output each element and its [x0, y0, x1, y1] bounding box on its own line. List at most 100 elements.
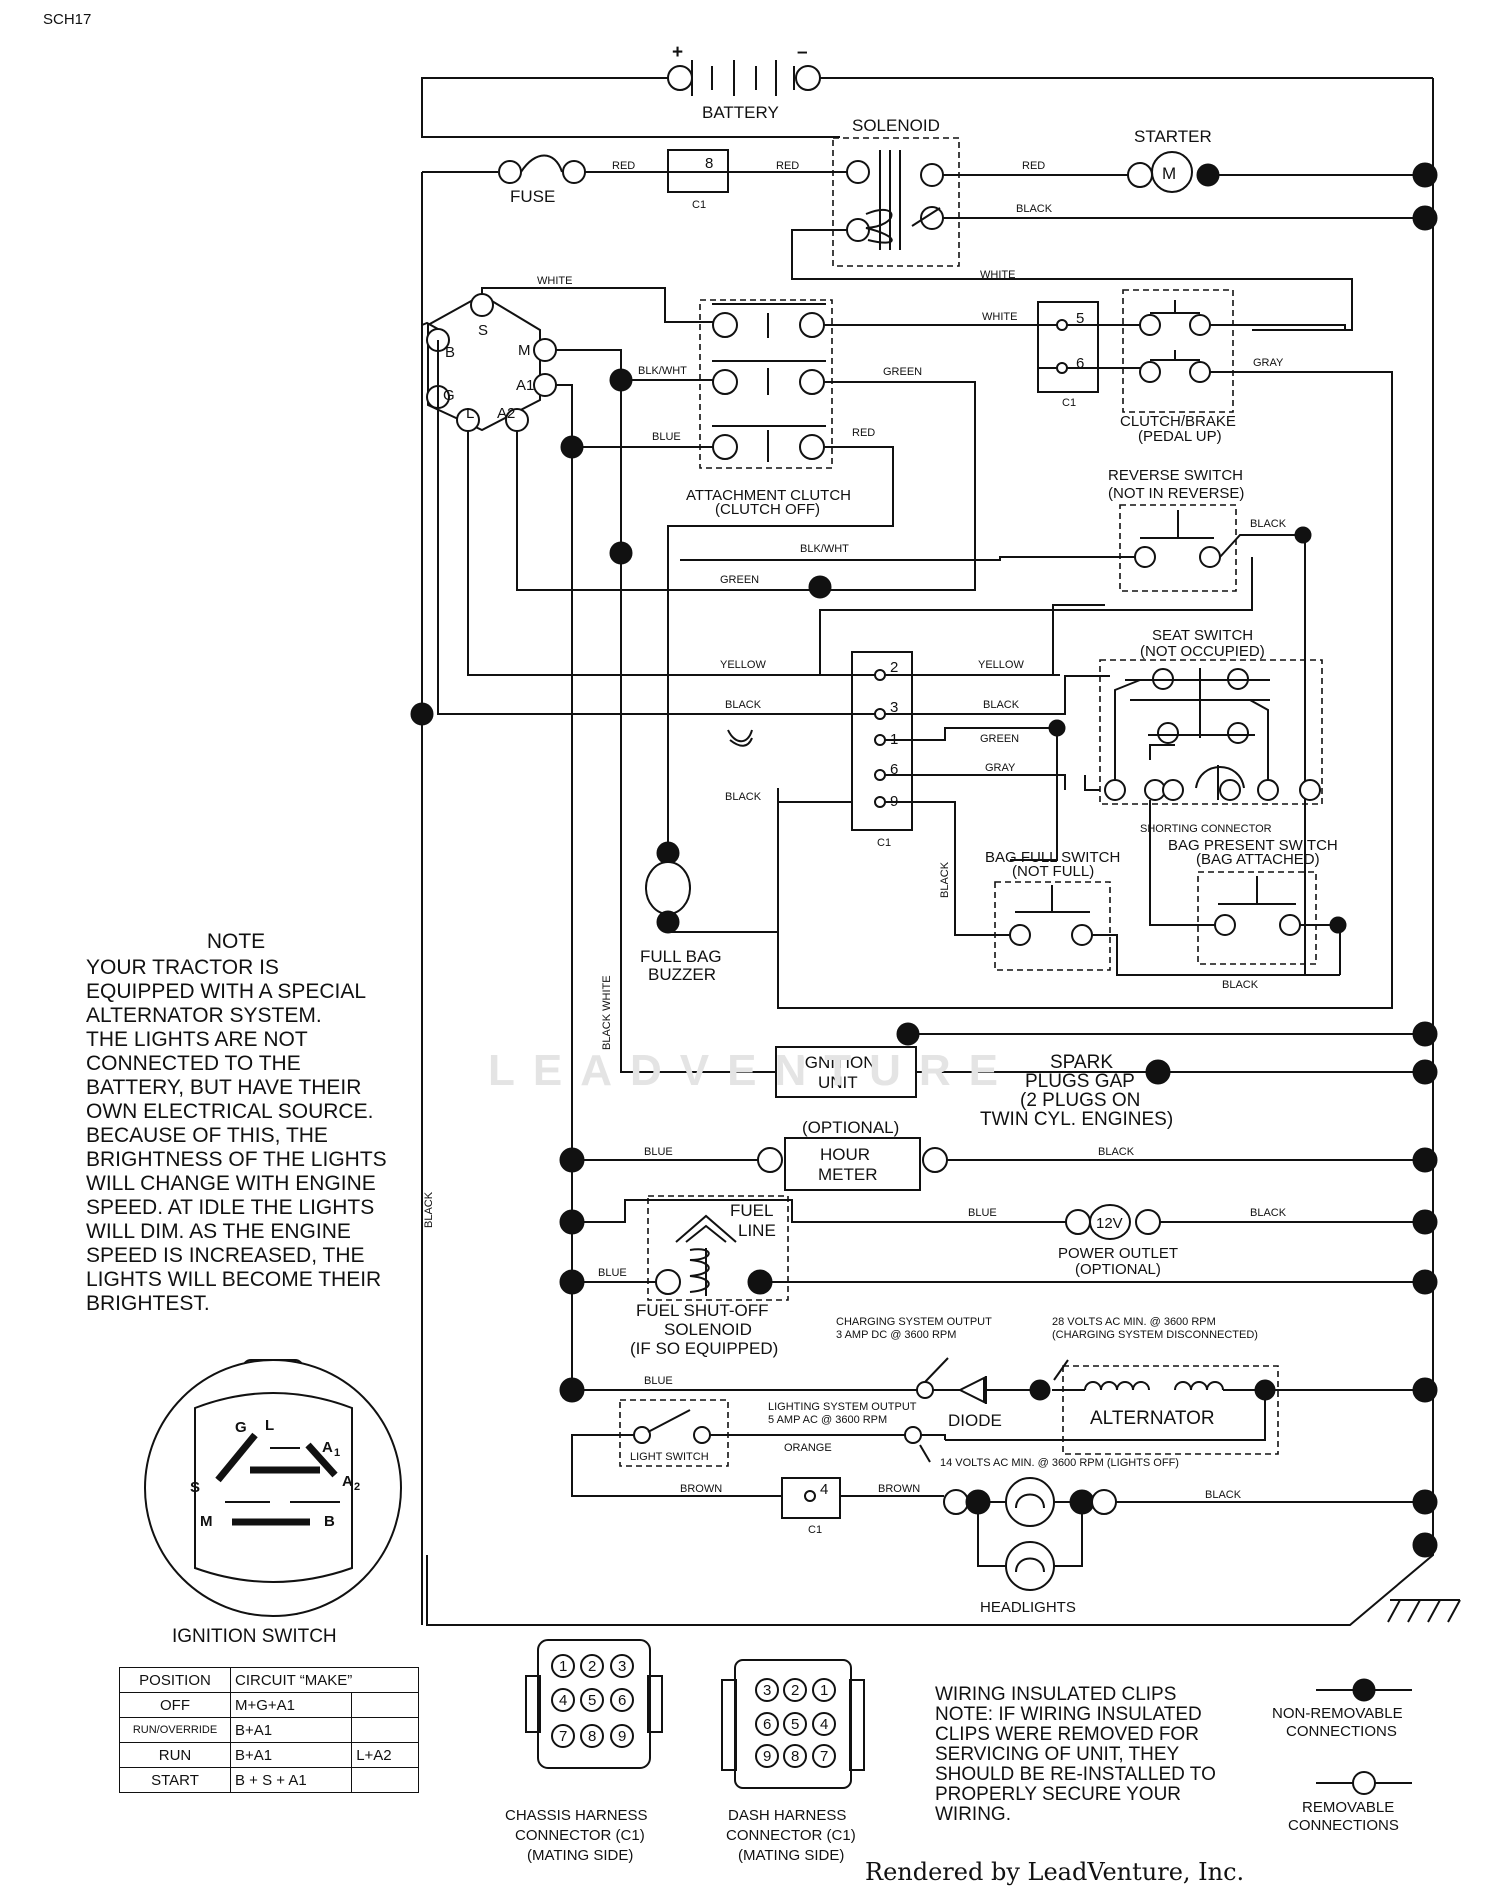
wire-black-4: BLACK — [983, 699, 1020, 711]
attachment-clutch-sub: (CLUTCH OFF) — [715, 501, 820, 518]
row-circuit: M+G+A1 — [229, 1692, 353, 1718]
bag-present-switch: BAG PRESENT SWITCH (BAG ATTACHED) — [1168, 837, 1338, 965]
clips-note-4: SERVICING OF UNIT, THEY — [935, 1744, 1180, 1765]
light-switch: LIGHT SWITCH — [619, 1399, 729, 1467]
seat-switch-label: SEAT SWITCH — [1152, 627, 1253, 644]
wire-red-4: RED — [852, 427, 875, 439]
dash-pin-9: 9 — [763, 1748, 771, 1765]
seat-switch: SEAT SWITCH (NOT OCCUPIED) SHORTING CONN… — [1099, 627, 1323, 835]
volts-28-label: 28 VOLTS AC MIN. @ 3600 RPM — [1052, 1316, 1216, 1328]
note-line: WILL DIM. AS THE ENGINE — [86, 1220, 351, 1243]
chassis-caption-2: CONNECTOR (C1) — [515, 1827, 645, 1844]
face-a1-sub: 1 — [334, 1447, 340, 1459]
c1-label-56: C1 — [1062, 397, 1076, 409]
note-line: BRIGHTEST. — [86, 1292, 210, 1315]
clips-note-3: CLIPS WERE REMOVED FOR — [935, 1724, 1199, 1745]
note-line: BATTERY, BUT HAVE THEIR — [86, 1076, 362, 1099]
clutch-brake-switch: CLUTCH/BRAKE (PEDAL UP) — [1120, 289, 1236, 445]
lighting-output-label: LIGHTING SYSTEM OUTPUT — [768, 1401, 917, 1413]
face-b: B — [324, 1513, 335, 1530]
dash-caption-1: DASH HARNESS — [728, 1807, 846, 1824]
starter: M STARTER — [1127, 127, 1220, 193]
wire-black-6: BLACK — [939, 861, 951, 898]
c1-label-4: C1 — [808, 1524, 822, 1536]
wire-red-2: RED — [776, 160, 799, 172]
charging-output-label: CHARGING SYSTEM OUTPUT — [836, 1316, 992, 1328]
fuel-line-sub: LINE — [738, 1221, 776, 1240]
ignition-switch-title: IGNITION SWITCH — [172, 1626, 337, 1647]
hour-meter-optional: (OPTIONAL) — [802, 1118, 899, 1137]
term-g: G — [443, 387, 455, 404]
dash-pin-8: 8 — [791, 1748, 799, 1765]
row-extra: L+A2 — [351, 1742, 419, 1768]
battery-minus: – — [797, 42, 808, 63]
attachment-clutch-label: ATTACHMENT CLUTCH — [686, 487, 851, 504]
light-switch-label: LIGHT SWITCH — [630, 1451, 709, 1463]
note-line: LIGHTS WILL BECOME THEIR — [86, 1268, 382, 1291]
dash-pin-3: 3 — [763, 1682, 771, 1699]
ignition-switch-top: S B M A1 G L A2 — [426, 293, 557, 432]
solenoid-label: SOLENOID — [852, 116, 940, 135]
c1-label-8: C1 — [692, 199, 706, 211]
dash-pin-6: 6 — [763, 1716, 771, 1733]
headlights: HEADLIGHTS — [977, 1477, 1083, 1616]
battery-plus: + — [672, 42, 683, 63]
watermark: LEADVENTURE — [488, 1046, 1017, 1095]
wire-yellow-1: YELLOW — [720, 659, 766, 671]
clips-note-5: SHOULD BE RE-INSTALLED TO — [935, 1764, 1216, 1785]
chassis-pin-8: 8 — [588, 1728, 596, 1745]
row-extra — [351, 1692, 419, 1718]
note-line: SPEED. AT IDLE THE LIGHTS — [86, 1196, 375, 1219]
volts-14-label: 14 VOLTS AC MIN. @ 3600 RPM (LIGHTS OFF) — [940, 1457, 1179, 1469]
term-a1: A1 — [516, 377, 534, 394]
wire-blue-5: BLUE — [644, 1375, 673, 1387]
fuel-shutoff-label: FUEL SHUT-OFF — [636, 1301, 769, 1320]
note-title: NOTE — [206, 930, 266, 953]
wire-blkwht-2: BLK/WHT — [800, 543, 849, 555]
wire-black-1: BLACK — [1016, 203, 1053, 215]
power-outlet-label: POWER OUTLET — [1058, 1245, 1178, 1262]
ignition-table: POSITION CIRCUIT “MAKE” OFF M+G+A1 RUN/O… — [119, 1667, 419, 1793]
battery: + – BATTERY — [421, 42, 1433, 138]
fuel-shutoff-solenoid: FUEL LINE — [647, 1195, 789, 1301]
clips-note-2: NOTE: IF WIRING INSULATED — [935, 1704, 1202, 1725]
row-extra — [351, 1767, 419, 1793]
row-position: START — [119, 1767, 231, 1793]
bag-present-switch-label: BAG PRESENT SWITCH — [1168, 837, 1338, 854]
row-position: OFF — [119, 1692, 231, 1718]
chassis-caption-3: (MATING SIDE) — [527, 1847, 633, 1864]
fuse: FUSE — [422, 154, 586, 206]
face-g: G — [235, 1419, 247, 1436]
fuel-shutoff-l2: SOLENOID — [664, 1320, 752, 1339]
attachment-clutch: ATTACHMENT CLUTCH (CLUTCH OFF) — [686, 299, 851, 518]
c1-pin-8: 8 — [705, 155, 713, 172]
clips-note-7: WIRING. — [935, 1804, 1011, 1825]
c1-label-main: C1 — [877, 837, 891, 849]
table-row: RUN/OVERRIDE B+A1 — [119, 1717, 419, 1743]
bag-full-switch: BAG FULL SWITCH (NOT FULL) — [985, 849, 1120, 971]
wire-white-1: WHITE — [980, 269, 1015, 281]
wire-red-1: RED — [612, 160, 635, 172]
alternator: ALTERNATOR — [945, 1365, 1279, 1455]
wire-white-3: WHITE — [982, 311, 1017, 323]
dash-caption-2: CONNECTOR (C1) — [726, 1827, 856, 1844]
ignition-unit-sub: UNIT — [818, 1073, 858, 1092]
wire-orange: ORANGE — [784, 1442, 832, 1454]
c1-pin-5: 5 — [1076, 310, 1084, 327]
bag-present-switch-sub: (BAG ATTACHED) — [1196, 851, 1320, 868]
note-line: EQUIPPED WITH A SPECIAL — [86, 980, 367, 1003]
wire-yellow-2: YELLOW — [978, 659, 1024, 671]
wire-green-1: GREEN — [883, 366, 922, 378]
c1-pin-4: 4 — [820, 1481, 828, 1498]
chassis-pin-4: 4 — [559, 1692, 567, 1709]
clutch-brake-sub: (PEDAL UP) — [1138, 428, 1222, 445]
alternator-label: ALTERNATOR — [1090, 1408, 1215, 1429]
wire-blue-4: BLUE — [598, 1267, 627, 1279]
ignition-table-header: POSITION CIRCUIT “MAKE” — [119, 1667, 419, 1693]
power-outlet — [1089, 1204, 1131, 1240]
chassis-pin-7: 7 — [559, 1728, 567, 1745]
fuse-label: FUSE — [510, 187, 555, 206]
legend-removable-1: REMOVABLE — [1302, 1799, 1394, 1816]
clips-note-6: PROPERLY SECURE YOUR — [935, 1784, 1181, 1805]
